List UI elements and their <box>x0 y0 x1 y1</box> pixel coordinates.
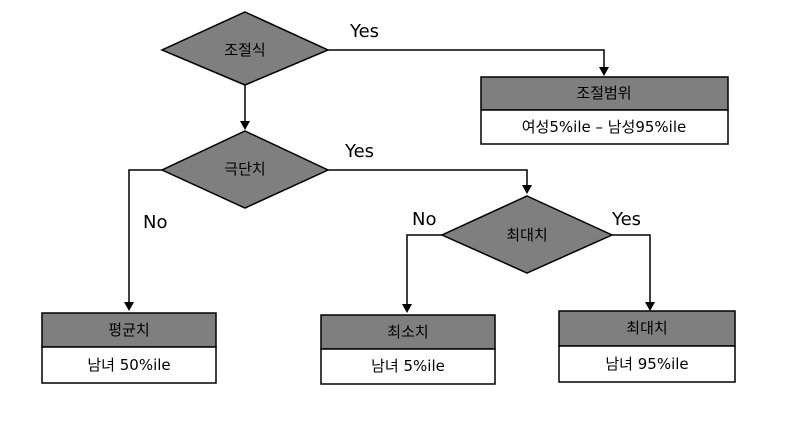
decision-extreme-label: 극단치 <box>224 160 265 178</box>
edge-extreme-yes <box>328 169 528 186</box>
box-maximum: 최대치 남녀 95%ile <box>558 310 736 383</box>
arrowhead <box>124 302 134 311</box>
arrowhead <box>522 185 532 194</box>
decision-maximum-label: 최대치 <box>506 226 547 244</box>
decision-adjustable-label: 조절식 <box>224 41 265 59</box>
box-minimum: 최소치 남녀 5%ile <box>320 314 496 385</box>
edge-extreme-no <box>128 169 162 303</box>
box-adjust-range: 조절범위 여성5%ile – 남성95%ile <box>480 76 729 145</box>
edge-adjustable-yes <box>328 49 605 68</box>
label-extreme-no: No <box>143 212 167 233</box>
edges <box>124 49 655 313</box>
decision-extreme: 극단치 <box>160 130 330 209</box>
edge-maximum-no <box>406 234 442 305</box>
arrowhead <box>599 67 609 76</box>
label-adjustable-yes: Yes <box>349 21 379 42</box>
box-adjust-range-value: 여성5%ile – 남성95%ile <box>522 118 687 136</box>
box-adjust-range-title: 조절범위 <box>576 84 631 102</box>
label-maximum-no: No <box>412 209 436 230</box>
arrowhead <box>402 304 412 313</box>
arrowhead <box>645 302 655 311</box>
box-maximum-value: 남녀 95%ile <box>605 355 688 373</box>
decision-adjustable: 조절식 <box>160 11 330 86</box>
edge-maximum-yes <box>612 234 651 303</box>
arrowhead <box>240 121 250 130</box>
label-extreme-yes: Yes <box>344 141 374 162</box>
box-mean-value: 남녀 50%ile <box>87 356 170 374</box>
box-minimum-title: 최소치 <box>387 323 428 341</box>
box-minimum-value: 남녀 5%ile <box>371 357 445 375</box>
label-maximum-yes: Yes <box>611 209 641 230</box>
box-maximum-title: 최대치 <box>626 319 667 337</box>
box-mean: 평균치 남녀 50%ile <box>41 312 217 384</box>
box-mean-title: 평균치 <box>108 321 149 339</box>
decision-maximum: 최대치 <box>440 195 614 274</box>
